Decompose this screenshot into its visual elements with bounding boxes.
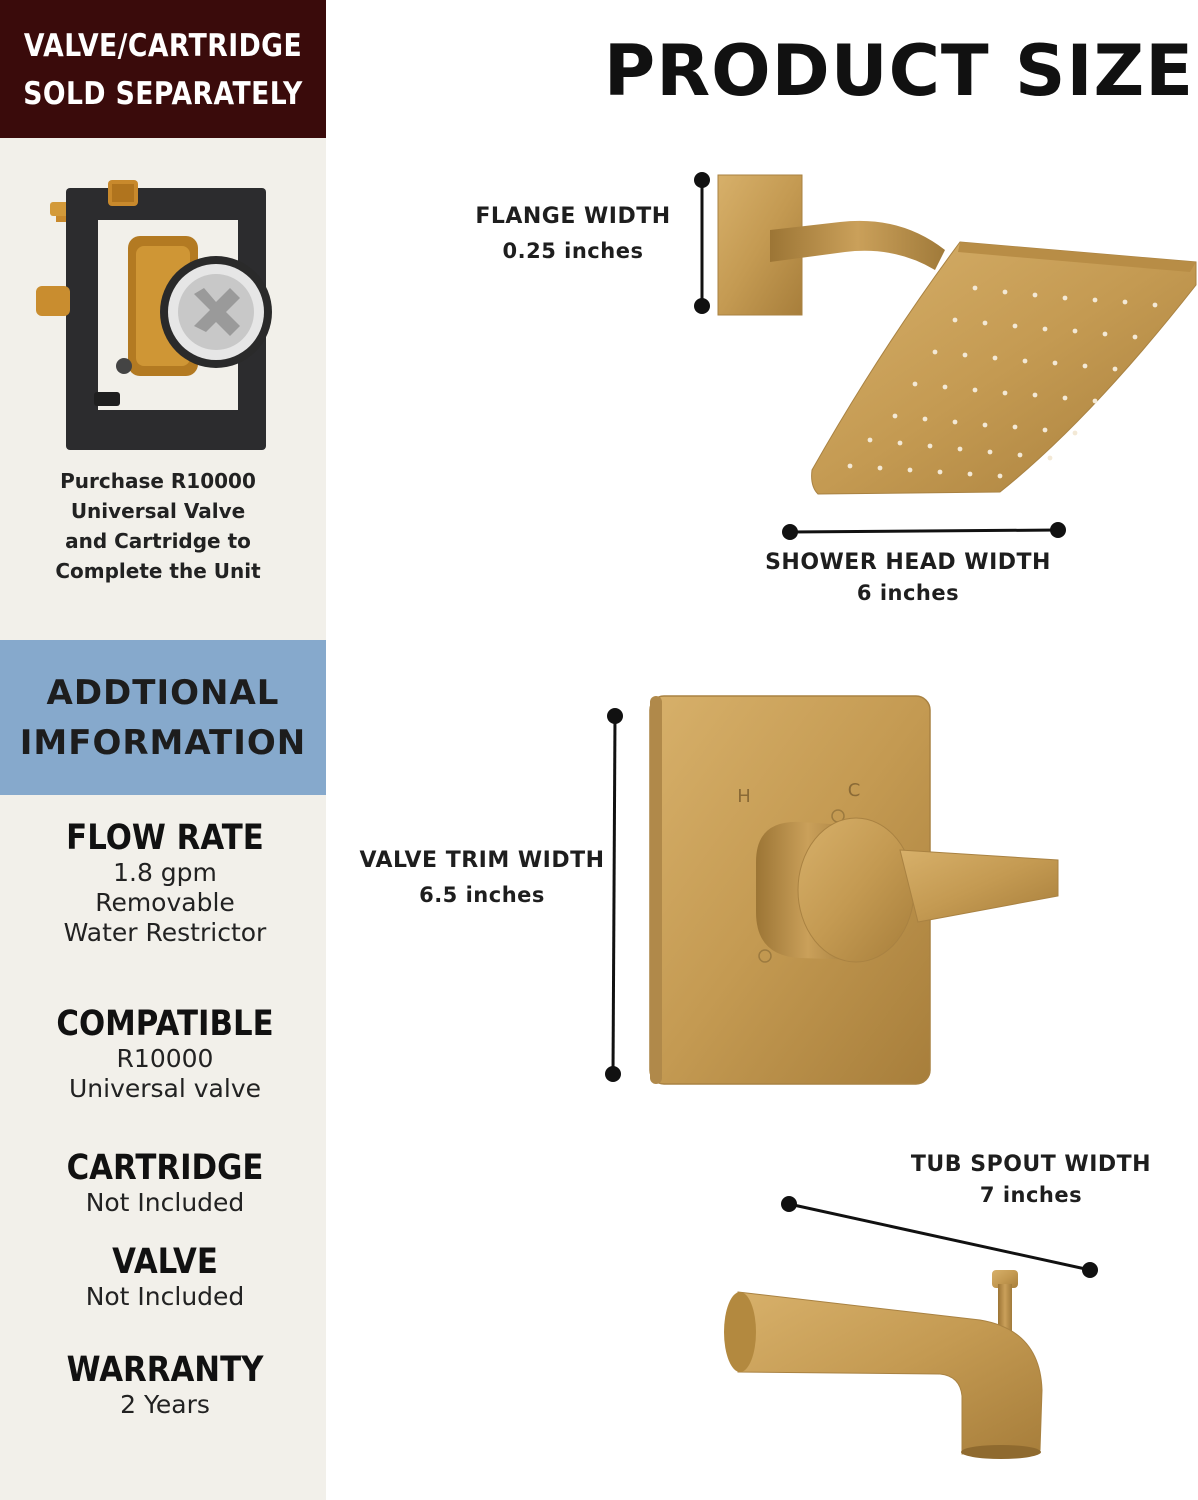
purchase-note-line: Complete the Unit: [55, 559, 261, 583]
spec-valve: VALVE Not Included: [0, 1242, 330, 1312]
dimension-value: 6.5 inches: [419, 883, 545, 907]
spec-value: 2 Years: [120, 1390, 210, 1419]
valve-trim-illustration: [649, 695, 1059, 1085]
additional-info-header: ADDTIONAL IMFORMATION: [0, 640, 326, 795]
dimension-name: FLANGE WIDTH: [475, 204, 671, 229]
valve-trim-width-label: VALVE TRIM WIDTH 6.5 inches: [352, 843, 612, 913]
spec-heading: CARTRIDGE: [66, 1148, 264, 1188]
spec-value: 1.8 gpm: [113, 858, 217, 887]
spec-value: R10000: [116, 1044, 214, 1073]
valve-trim-dimension-line: [605, 708, 623, 1082]
spec-value: Water Restrictor: [63, 918, 267, 947]
shower-head-dimension-line: [782, 522, 1066, 540]
tub-spout-width-label: TUB SPOUT WIDTH 7 inches: [900, 1150, 1162, 1210]
shower-head-illustration: [717, 174, 1197, 495]
info-header-line-2: IMFORMATION: [19, 723, 307, 763]
dimension-name: TUB SPOUT WIDTH: [910, 1152, 1152, 1177]
page-title: PRODUCT SIZE: [603, 30, 1195, 112]
tub-spout-illustration: [724, 1270, 1043, 1459]
purchase-note-line: Purchase R10000: [60, 469, 256, 493]
shower-head-width-label: SHOWER HEAD WIDTH 6 inches: [750, 547, 1066, 609]
spec-flow-rate: FLOW RATE 1.8 gpm Removable Water Restri…: [0, 818, 330, 948]
spec-heading: VALVE: [112, 1242, 218, 1282]
banner-line-1: VALVE/CARTRIDGE: [23, 28, 303, 64]
spec-compatible: COMPATIBLE R10000 Universal valve: [0, 1004, 330, 1104]
hot-mark: H: [737, 786, 751, 807]
flange-width-label: FLANGE WIDTH 0.25 inches: [460, 199, 686, 269]
purchase-note-line: and Cartridge to: [65, 529, 251, 553]
info-header-line-1: ADDTIONAL: [46, 673, 280, 713]
spec-value: Removable: [95, 888, 235, 917]
purchase-note: Purchase R10000 Universal Valve and Cart…: [10, 466, 306, 586]
spec-cartridge: CARTRIDGE Not Included: [0, 1148, 330, 1218]
spec-heading: FLOW RATE: [66, 818, 264, 858]
dimension-value: 7 inches: [979, 1183, 1083, 1207]
dimension-name: VALVE TRIM WIDTH: [359, 848, 605, 873]
spec-heading: COMPATIBLE: [56, 1004, 274, 1044]
banner-line-2: SOLD SEPARATELY: [23, 76, 303, 112]
dimension-value: 6 inches: [856, 581, 960, 605]
sold-separately-banner: VALVE/CARTRIDGE SOLD SEPARATELY: [0, 0, 326, 138]
flange-dimension-line: [694, 172, 710, 314]
spec-warranty: WARRANTY 2 Years: [0, 1350, 330, 1420]
spec-value: Not Included: [85, 1188, 245, 1217]
spec-value: Universal valve: [68, 1074, 262, 1103]
tub-spout-dimension-line: [781, 1196, 1098, 1278]
spec-value: Not Included: [85, 1282, 245, 1311]
purchase-note-line: Universal Valve: [70, 499, 246, 523]
cold-mark: C: [848, 780, 861, 801]
shower-head-nozzles: [847, 285, 1158, 479]
rough-in-valve-image: [36, 180, 272, 450]
dimension-name: SHOWER HEAD WIDTH: [765, 550, 1051, 575]
spec-heading: WARRANTY: [66, 1350, 264, 1390]
dimension-value: 0.25 inches: [502, 239, 644, 263]
